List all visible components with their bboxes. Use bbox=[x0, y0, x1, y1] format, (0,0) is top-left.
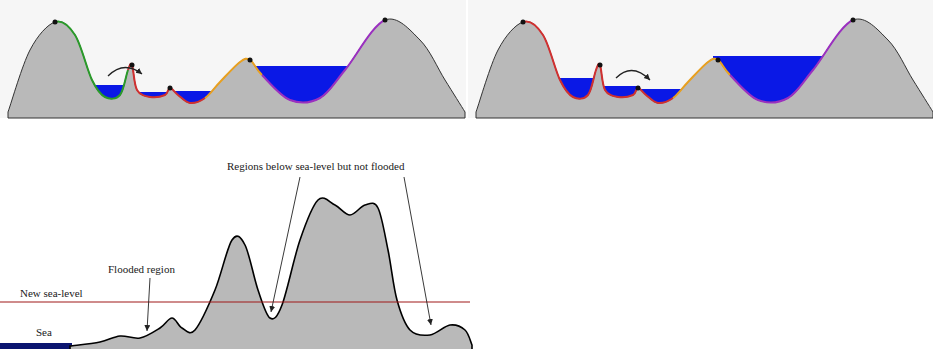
flow-arrow bbox=[108, 67, 142, 76]
panel-ground bbox=[468, 0, 933, 118]
outline-segment bbox=[523, 21, 673, 103]
panel-ground bbox=[0, 0, 466, 118]
peak-dot bbox=[598, 63, 603, 68]
peak-dot bbox=[248, 58, 253, 63]
peak-dot bbox=[851, 18, 856, 23]
callout-label: Regions below sea-level but not flooded bbox=[227, 160, 405, 173]
peak-dot bbox=[53, 20, 58, 25]
leader-line bbox=[147, 278, 150, 331]
terrain bbox=[8, 19, 465, 118]
peak-dot bbox=[716, 58, 721, 63]
outline-segment bbox=[673, 59, 730, 98]
outline-segment bbox=[128, 64, 205, 103]
outline-segment bbox=[55, 21, 128, 98]
leader-line bbox=[404, 177, 431, 325]
peak-dot bbox=[636, 86, 641, 91]
sea-label: Sea bbox=[36, 326, 52, 339]
callout-label: Flooded region bbox=[108, 263, 175, 276]
sea-level-label: New sea-level bbox=[20, 287, 83, 300]
peak-dot bbox=[521, 20, 526, 25]
sea-level-line bbox=[0, 301, 470, 302]
sea bbox=[0, 343, 72, 349]
peak-dot bbox=[130, 63, 135, 68]
outline-segment bbox=[262, 20, 385, 102]
terrain-panel bbox=[476, 18, 933, 119]
leader-line bbox=[271, 177, 300, 312]
peak-dot bbox=[168, 86, 173, 91]
outline-segment bbox=[205, 59, 262, 98]
terrain bbox=[476, 19, 933, 118]
peak-dot bbox=[383, 18, 388, 23]
outline-segment bbox=[730, 20, 853, 102]
flow-arrow bbox=[616, 70, 650, 80]
terrain-panel bbox=[8, 18, 465, 119]
